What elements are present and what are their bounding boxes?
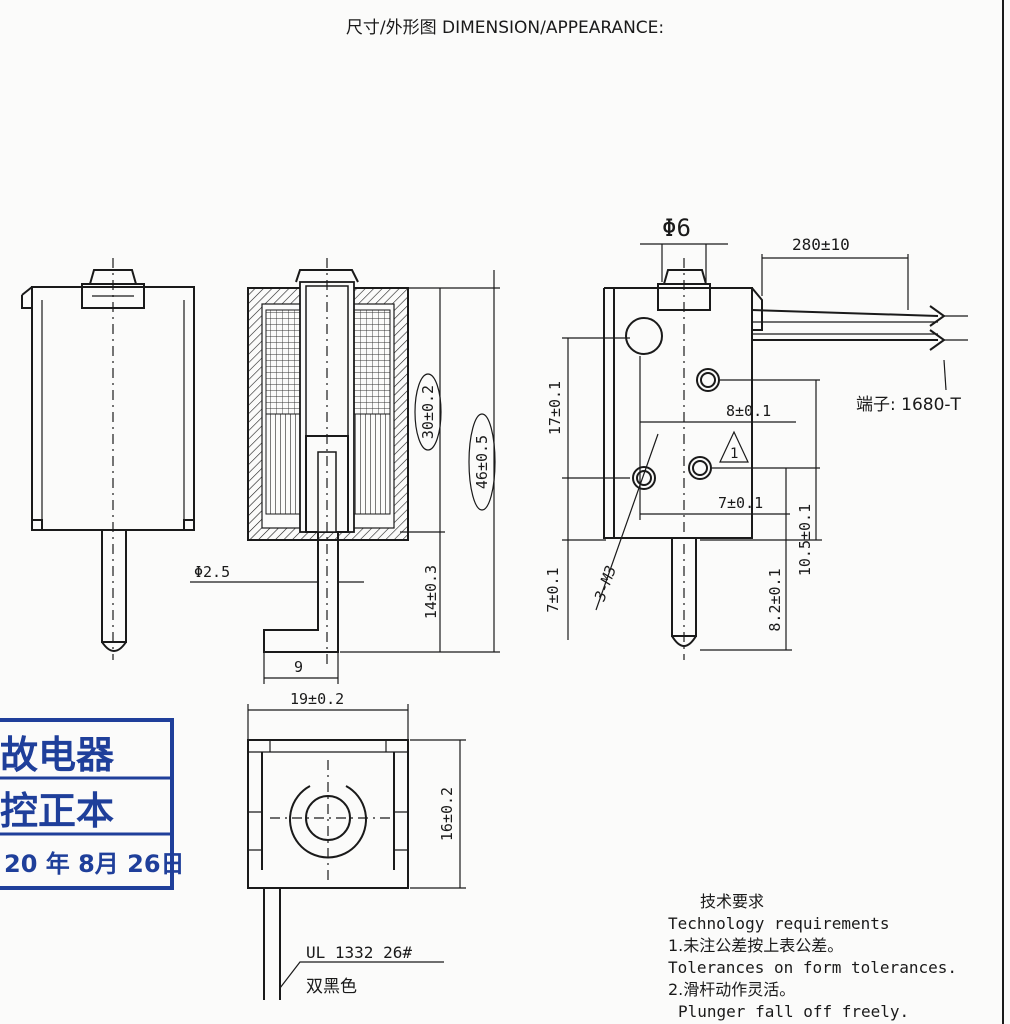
dim-19: 19±0.2	[290, 690, 344, 708]
technical-requirements: 技术要求 Technology requirements 1.未注公差按上表公差…	[668, 892, 957, 1021]
dim-phi-6: Φ6	[662, 214, 691, 242]
dim-14: 14±0.3	[422, 565, 440, 619]
dim-16: 16±0.2	[438, 787, 456, 841]
thread-callout: 3-M3	[591, 563, 621, 604]
section-view	[247, 258, 409, 665]
stamp-date: 20 年 8月 26日	[4, 850, 185, 878]
dim-46: 46±0.5	[473, 435, 491, 489]
requirements-line-3: Tolerances on form tolerances.	[668, 958, 957, 977]
drawing-title: 尺寸/外形图 DIMENSION/APPEARANCE:	[346, 18, 664, 38]
wire-color: 双黑色	[306, 977, 357, 997]
side-view	[21, 258, 195, 660]
dim-9: 9	[294, 658, 303, 676]
approval-stamp: 故电器 控正本 20 年 8月 26日	[0, 718, 185, 890]
terminal-label: 端子: 1680-T	[856, 395, 962, 415]
section-dimensions: 30±0.2 46±0.5 14±0.3 Φ2.5 9	[190, 270, 500, 684]
dim-lead-length: 280±10	[792, 235, 850, 254]
dim-17: 17±0.1	[546, 381, 564, 435]
warning-number: 1	[730, 446, 738, 462]
stamp-line-2: 控正本	[0, 789, 114, 833]
dim-phi-2-5: Φ2.5	[194, 563, 230, 581]
requirements-line-4: 2.滑杆动作灵活。	[668, 980, 795, 999]
dim-30: 30±0.2	[419, 385, 437, 439]
dim-8-2: 8.2±0.1	[766, 568, 784, 631]
requirements-line-1: Technology requirements	[668, 914, 890, 933]
dim-7-vertical: 7±0.1	[544, 567, 562, 612]
bottom-view: 19±0.2 16±0.2 UL 1332 26# 双黑色	[247, 690, 466, 1000]
requirements-heading: 技术要求	[700, 892, 764, 911]
requirements-line-5: Plunger fall off freely.	[678, 1002, 909, 1021]
dim-10-5: 10.5±0.1	[796, 504, 814, 576]
stamp-line-1: 故电器	[0, 733, 115, 777]
dim-7-horizontal: 7±0.1	[718, 494, 763, 512]
wire-spec: UL 1332 26#	[306, 943, 412, 962]
front-view: 1	[603, 258, 968, 660]
dim-8: 8±0.1	[726, 402, 771, 420]
requirements-line-2: 1.未注公差按上表公差。	[668, 936, 843, 955]
